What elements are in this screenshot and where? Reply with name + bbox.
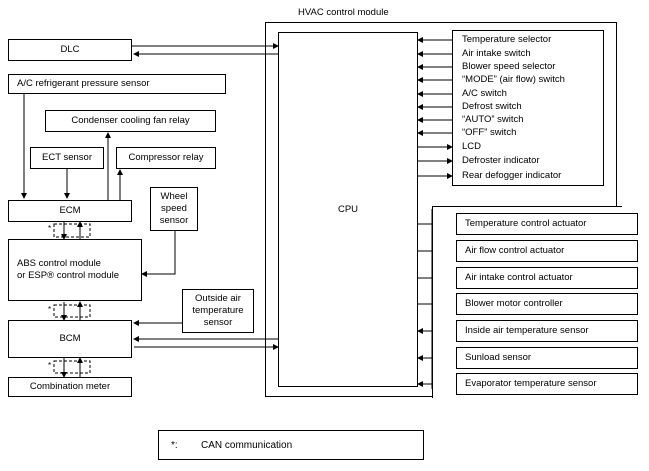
cpu-label: CPU — [337, 203, 359, 215]
can-marker-2: * — [48, 305, 52, 314]
cpu-box: CPU — [278, 32, 418, 387]
input-air-intake-switch: Air intake switch — [462, 48, 531, 59]
legend-box: *: CAN communication — [158, 430, 424, 460]
output-defroster-indicator: Defroster indicator — [462, 155, 540, 166]
inside-air-temperature-sensor-box: Inside air temperature sensor — [456, 320, 638, 342]
air-flow-control-actuator-box: Air flow control actuator — [456, 240, 638, 262]
ect-sensor-box: ECT sensor — [30, 147, 104, 169]
sunload-sensor-box: Sunload sensor — [456, 347, 638, 369]
air-intake-control-actuator-box: Air intake control actuator — [456, 267, 638, 289]
input-panel — [452, 30, 604, 186]
input-temperature-selector: Temperature selector — [462, 34, 552, 45]
blower-motor-controller-box: Blower motor controller — [456, 293, 638, 315]
output-lcd: LCD — [462, 141, 482, 152]
input-off-switch: “OFF” switch — [462, 127, 517, 138]
input-mode-switch: “MODE” (air flow) switch — [462, 74, 565, 85]
outside-air-temperature-sensor-box: Outside air temperature sensor — [182, 289, 254, 333]
abs-esp-control-module-box: ABS control module or ESP® control modul… — [8, 239, 142, 301]
legend-symbol: *: — [171, 439, 178, 451]
can-link-ecm-abs — [53, 223, 91, 238]
can-link-bcm-meter — [53, 360, 91, 374]
input-ac-switch: A/C switch — [462, 88, 507, 99]
wheel-speed-sensor-box: Wheel speed sensor — [150, 187, 198, 231]
condenser-cooling-fan-relay-box: Condenser cooling fan relay — [45, 110, 216, 132]
combination-meter-box: Combination meter — [8, 377, 132, 397]
hvac-title: HVAC control module — [298, 7, 389, 18]
compressor-relay-box: Compressor relay — [116, 147, 216, 169]
can-link-abs-bcm — [53, 304, 91, 318]
input-blower-speed-selector: Blower speed selector — [462, 61, 556, 72]
legend-text: CAN communication — [201, 439, 293, 451]
ac-refrigerant-pressure-sensor-box: A/C refrigerant pressure sensor — [8, 74, 226, 94]
dlc-box: DLC — [8, 39, 132, 61]
wheel-to-abs-line — [141, 230, 176, 277]
temperature-control-actuator-box: Temperature control actuator — [456, 213, 638, 235]
bcm-box: BCM — [8, 320, 132, 358]
input-auto-switch: “AUTO” switch — [462, 114, 524, 125]
can-marker-1: * — [48, 224, 52, 233]
output-rear-defogger-indicator: Rear defogger indicator — [462, 170, 562, 181]
ecm-box: ECM — [8, 200, 132, 222]
input-defrost-switch: Defrost switch — [462, 101, 522, 112]
evaporator-temperature-sensor-box: Evaporator temperature sensor — [456, 373, 638, 395]
can-marker-3: * — [48, 361, 52, 370]
